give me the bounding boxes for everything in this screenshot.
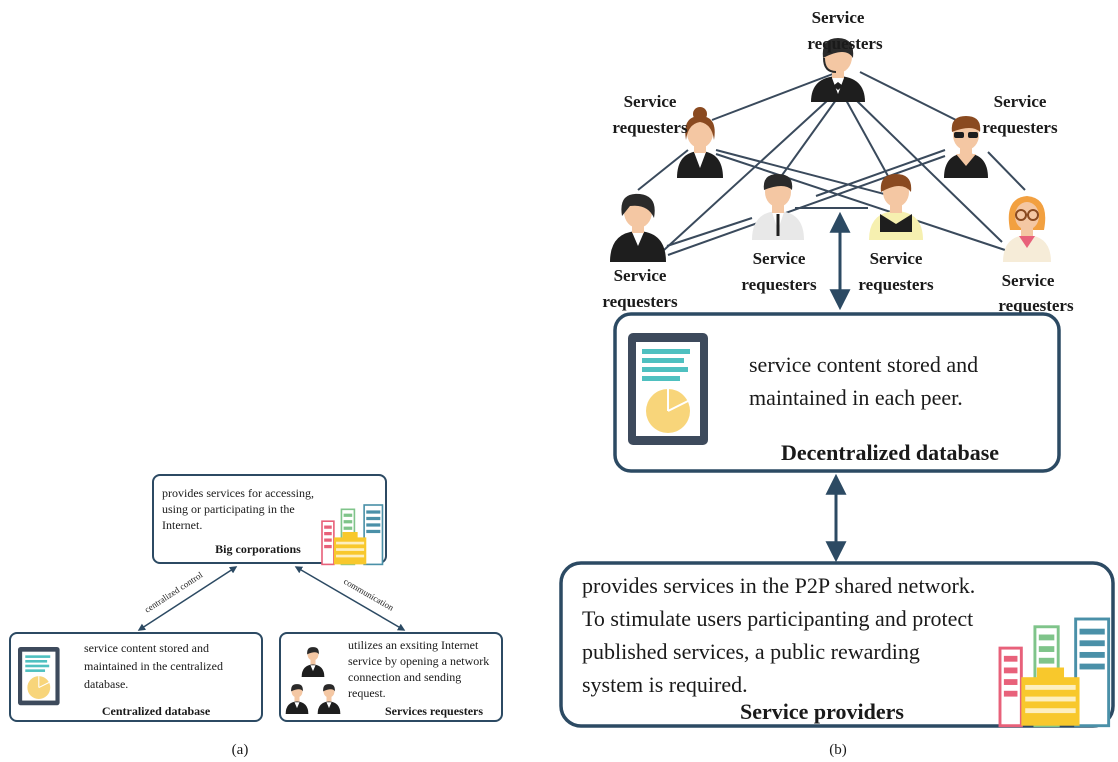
centralized-db-text-line: service content stored and [84, 641, 209, 655]
corporations-text-line: using or participating in the [162, 502, 295, 516]
requesters-text-line: utilizes an exsiting Internet [348, 638, 479, 652]
corporations-text-line: Internet. [162, 518, 202, 532]
providers-text-line: provides services in the P2P shared netw… [582, 573, 975, 598]
tablet-icon [627, 332, 709, 446]
requesters-text-line: service by opening a network [348, 654, 489, 668]
tablet-icon [17, 646, 61, 706]
requesters-text-line: connection and sending [348, 670, 461, 684]
person-center-right [869, 174, 923, 240]
service-providers-node: provides services in the P2P shared netw… [559, 561, 1115, 728]
requester-label-service: Service [994, 92, 1047, 111]
person-upper-right [944, 116, 988, 178]
requester-label-requesters: requesters [807, 34, 883, 53]
requester-label-requesters: requesters [982, 118, 1058, 137]
requester-label-service: Service [812, 8, 865, 27]
p2p-network-lines [637, 71, 1026, 256]
corporations-text-line: provides services for accessing, [162, 486, 314, 500]
requesters-title: Services requesters [385, 704, 483, 718]
services-requesters-node: utilizes an exsiting Internet service by… [279, 632, 503, 722]
person-right [1003, 196, 1051, 262]
person-upper-left [677, 107, 723, 178]
requester-label-service: Service [753, 249, 806, 268]
requester-label-requesters: requesters [858, 275, 934, 294]
person-top [811, 38, 865, 102]
requester-label-service: Service [1002, 271, 1055, 290]
communication-label: communication [342, 576, 396, 613]
providers-text-line: To stimulate users participanting and pr… [582, 606, 973, 631]
requester-label-requesters: requesters [612, 118, 688, 137]
centralized-database-node: service content stored and maintained in… [9, 632, 263, 722]
requester-label-service: Service [614, 266, 667, 285]
decentralized-db-text-line: service content stored and [749, 352, 978, 377]
person-left [610, 193, 666, 262]
panel-a: provides services for accessing, using o… [9, 474, 503, 758]
centralized-control-edge [137, 566, 238, 631]
decentralized-db-title: Decentralized database [781, 440, 999, 465]
big-corporations-node: provides services for accessing, using o… [152, 474, 387, 566]
decentralized-database-node: service content stored and maintained in… [613, 312, 1061, 473]
requester-label-requesters: requesters [741, 275, 817, 294]
providers-text-line: system is required. [582, 672, 748, 697]
decentralized-db-text-line: maintained in each peer. [749, 385, 963, 410]
panel-b-caption: (b) [829, 742, 847, 758]
requester-label-service: Service [624, 92, 677, 111]
centralized-db-text-line: database. [84, 677, 128, 691]
corporations-title: Big corporations [215, 542, 301, 556]
centralized-db-title: Centralized database [102, 704, 211, 718]
requester-label-requesters: requesters [998, 296, 1074, 315]
providers-title: Service providers [740, 699, 904, 724]
requester-label-requesters: requesters [602, 292, 678, 311]
communication-edge [294, 566, 406, 631]
centralized-db-text-line: maintained in the centralized [84, 659, 223, 673]
requester-label-service: Service [870, 249, 923, 268]
providers-text-line: published services, a public rewarding [582, 639, 920, 664]
requesters-text-line: request. [348, 686, 386, 700]
person-center-left [752, 174, 804, 240]
panel-b: Service requesters Service requesters Se… [559, 8, 1115, 758]
panel-a-caption: (a) [232, 742, 249, 758]
